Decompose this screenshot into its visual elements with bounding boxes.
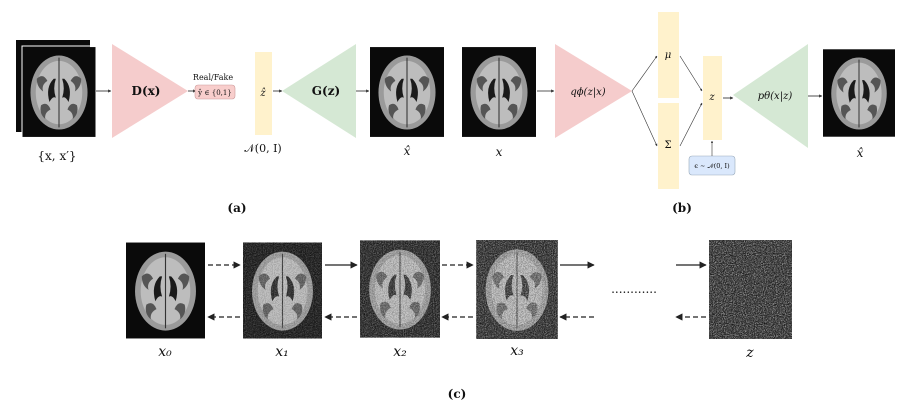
diffusion-step-1-image bbox=[243, 242, 322, 339]
sigma-label: Σ bbox=[664, 140, 671, 151]
input-pair-label: {x, x′} bbox=[37, 149, 76, 163]
arrow-encoder-to-mu bbox=[631, 55, 658, 92]
z-block bbox=[703, 56, 722, 140]
discriminator-label: D(x) bbox=[132, 84, 161, 98]
diffusion-step-0-image bbox=[126, 242, 205, 339]
vae-output-image bbox=[823, 48, 895, 138]
diffusion-step-2-image bbox=[360, 240, 440, 338]
epsilon-label: ϵ ∼ 𝒩(0, I) bbox=[694, 162, 730, 170]
diffusion-step-2-label: x₂ bbox=[393, 344, 407, 360]
arrow-sigma-to-z bbox=[679, 102, 703, 147]
arrow-mu-to-z bbox=[679, 55, 703, 92]
z-label: z bbox=[708, 92, 715, 103]
diffusion-noise-label: z bbox=[745, 345, 754, 361]
mu-label: μ bbox=[665, 50, 672, 61]
diffusion-step-0-label: x₀ bbox=[158, 344, 172, 360]
vae-input-label: x bbox=[496, 145, 503, 159]
latent-label: ẑ bbox=[259, 88, 266, 99]
diffusion-step-1-label: x₁ bbox=[275, 344, 289, 360]
caption-b: (b) bbox=[672, 201, 692, 215]
generator-block bbox=[282, 44, 356, 138]
prior-label: 𝒩(0, I) bbox=[244, 142, 281, 155]
sigma-block bbox=[658, 103, 679, 189]
arrow-encoder-to-sigma bbox=[631, 90, 658, 147]
diffusion-noise-image bbox=[709, 240, 792, 339]
vae-output-label: x̂ bbox=[857, 146, 864, 160]
output-box bbox=[194, 84, 236, 100]
generator-label: G(z) bbox=[312, 84, 340, 98]
diffusion-step-3-label: x₃ bbox=[510, 343, 524, 359]
panel-c: x₀ x₁ x₂ x₃ z bbox=[126, 240, 792, 401]
panel-a: {x, x′} D(x) Real/Fake ŷ ∈ {0,1} ẑ 𝒩(0, … bbox=[16, 40, 444, 215]
mu-block bbox=[658, 12, 679, 98]
caption-c: (c) bbox=[448, 387, 467, 401]
encoder-label: qϕ(z|x) bbox=[570, 87, 605, 98]
decoder-block bbox=[733, 44, 808, 148]
panel-b: x qϕ(z|x) μ Σ z ϵ ∼ 𝒩(0, I) pθ(x|z) x̂ (… bbox=[462, 12, 895, 215]
caption-a: (a) bbox=[227, 201, 246, 215]
diffusion-step-3-image bbox=[476, 240, 558, 339]
generated-image-label: x̂ bbox=[404, 144, 411, 158]
real-fake-label: Real/Fake bbox=[193, 73, 233, 82]
decoder-label: pθ(x|z) bbox=[758, 91, 793, 102]
encoder-block bbox=[555, 44, 632, 138]
input-image-front bbox=[22, 46, 96, 138]
ellipsis: ............ bbox=[611, 282, 657, 296]
latent-vector-block bbox=[255, 52, 272, 135]
output-label: ŷ ∈ {0,1} bbox=[197, 89, 232, 97]
discriminator-block bbox=[112, 44, 188, 138]
vae-input-image bbox=[462, 46, 536, 138]
generated-image bbox=[370, 46, 444, 138]
